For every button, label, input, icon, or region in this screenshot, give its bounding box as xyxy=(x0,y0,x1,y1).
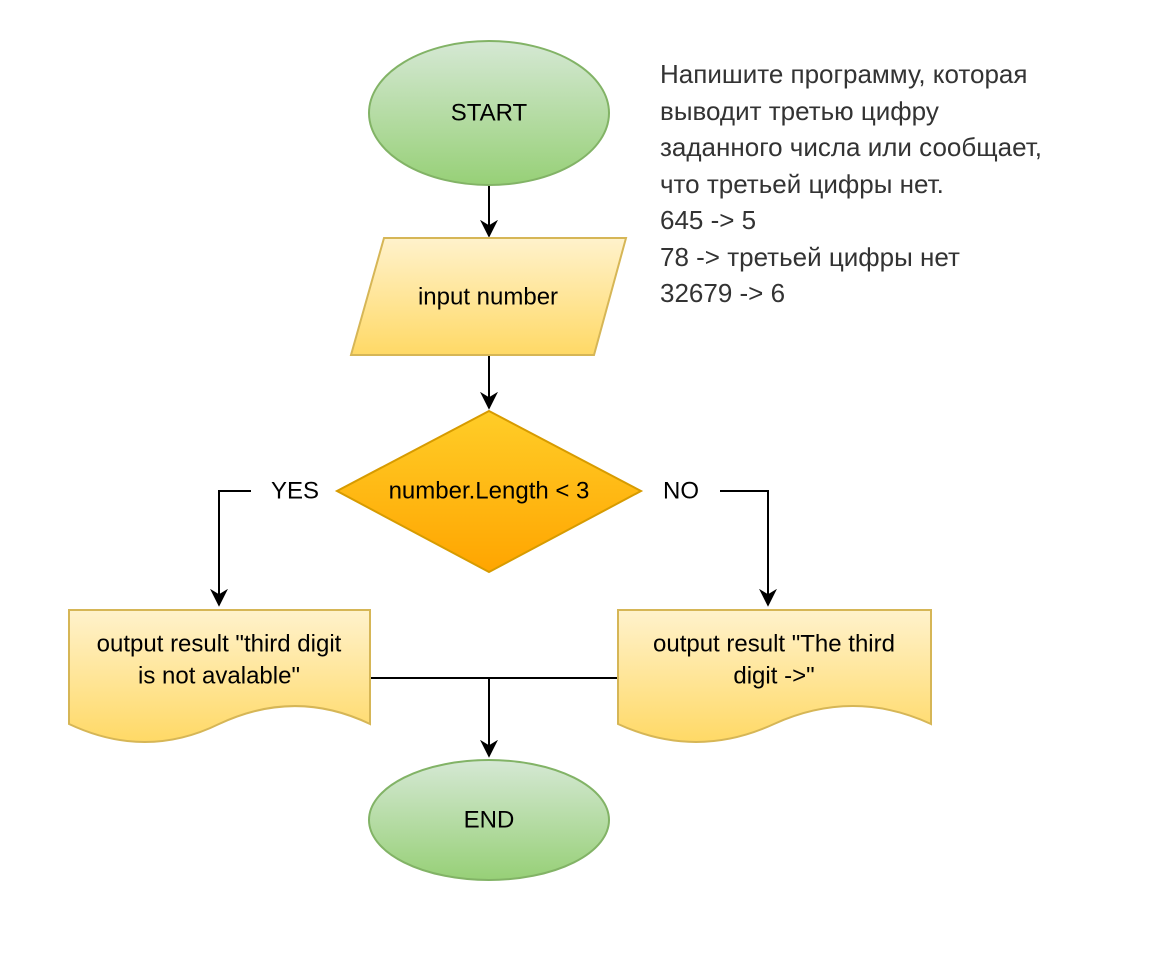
start-node: START xyxy=(368,40,610,186)
task-line: заданного числа или сообщает, xyxy=(660,132,1042,162)
start-label: START xyxy=(451,100,528,127)
task-description: Напишите программу, которая выводит трет… xyxy=(660,56,1140,312)
output-yes-line-2: is not avalable" xyxy=(138,663,300,690)
task-line: что третьей цифры нет. xyxy=(660,168,944,199)
task-line: выводит третью цифру xyxy=(660,95,939,126)
output-no-line-2: digit ->" xyxy=(733,663,814,690)
decision-label: number.Length < 3 xyxy=(389,478,590,505)
task-example: 32679 -> 6 xyxy=(660,278,786,308)
output-no-line-1: output result "The third xyxy=(653,631,895,658)
output-yes-line-1: output result "third digit xyxy=(97,631,342,658)
end-node: END xyxy=(368,759,610,881)
task-example: 645 -> 5 xyxy=(660,205,757,235)
yes-label: YES xyxy=(271,478,319,505)
output-yes-node: output result "third digit is not avalab… xyxy=(68,609,371,743)
decision-node: number.Length < 3 xyxy=(334,409,644,574)
output-no-node: output result "The third digit ->" xyxy=(617,609,932,743)
task-line: Напишите программу, которая xyxy=(660,59,1028,89)
edge-decision-no xyxy=(720,490,777,607)
no-label: NO xyxy=(663,478,699,505)
input-node: input number xyxy=(349,237,628,356)
input-label: input number xyxy=(418,284,558,311)
end-label: END xyxy=(464,807,515,834)
edge-decision-yes xyxy=(210,490,251,607)
task-example: 78 -> третьей цифры нет xyxy=(660,241,960,272)
